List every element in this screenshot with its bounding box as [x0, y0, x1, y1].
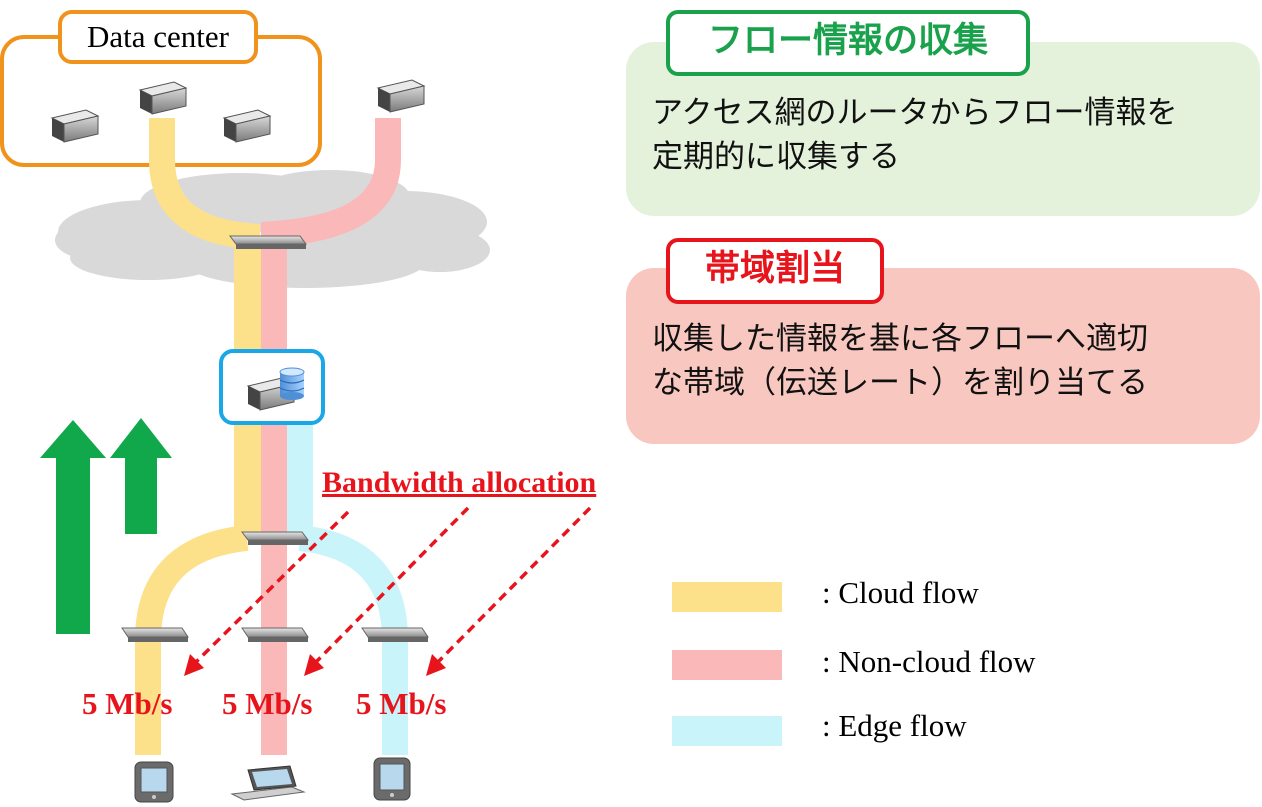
cloud-flow-top [149, 118, 260, 300]
rate-label-2: 5 Mb/s [222, 686, 313, 721]
non-cloud-flow-top [261, 118, 401, 300]
collection-badge: フロー情報の収集 [666, 10, 1030, 76]
router-edge-2 [241, 627, 309, 642]
uplink-arrow-icon [110, 418, 172, 534]
legend-swatch-non-cloud [672, 650, 782, 680]
edge-flow-trunk [287, 424, 313, 540]
laptop-icon [230, 765, 306, 801]
server-icon [50, 109, 100, 143]
arrow-head-icon [184, 654, 446, 676]
collection-text-line-2: 定期的に収集する [652, 139, 900, 175]
legend-label-cloud: : Cloud flow [822, 575, 979, 610]
allocation-badge: 帯域割当 [666, 238, 884, 304]
cloud-flow-branch [135, 525, 249, 755]
data-center-label: Data center [58, 10, 258, 64]
uplink-arrow-icon [40, 420, 106, 634]
legend-swatch-cloud [672, 582, 782, 612]
server-icon [138, 81, 188, 115]
rate-label-3: 5 Mb/s [356, 686, 447, 721]
legend-label-edge: : Edge flow [822, 708, 967, 743]
legend-label-non-cloud: : Non-cloud flow [822, 644, 1036, 679]
rate-label-1: 5 Mb/s [82, 686, 173, 721]
router-edge-1 [121, 627, 189, 642]
edge-flow-branch [298, 525, 408, 755]
collection-text-line-1: アクセス網のルータからフロー情報を [652, 95, 1178, 131]
allocation-text-line-2: な帯域（伝送レート）を割り当てる [652, 365, 1148, 401]
bandwidth-allocation-label: Bandwidth allocation [322, 466, 597, 499]
legend-swatch-edge [672, 716, 782, 746]
router-edge-3 [361, 627, 429, 642]
server-icon [222, 109, 272, 143]
server-icon [376, 79, 426, 113]
tablet-icon [373, 757, 411, 801]
tablet-icon [134, 761, 174, 803]
database-icon [279, 367, 305, 400]
router-aggregation [241, 531, 309, 545]
non-cloud-flow-trunk [261, 240, 287, 755]
router-core [229, 235, 307, 249]
allocation-text-line-1: 収集した情報を基に各フローへ適切 [652, 321, 1148, 357]
allocation-arrows [194, 506, 592, 664]
